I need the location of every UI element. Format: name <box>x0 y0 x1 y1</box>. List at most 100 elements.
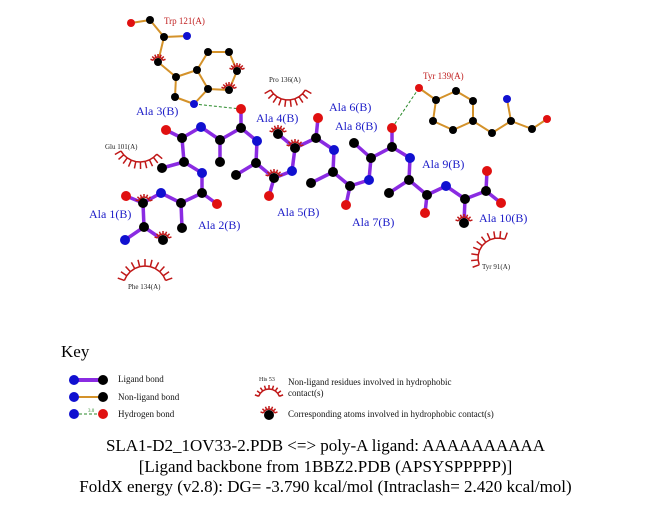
trp-121-atom <box>146 16 154 24</box>
caption-line-2: [Ligand backbone from 1BBZ2.PDB (APSYSPP… <box>138 457 513 476</box>
ligand-atom <box>231 170 241 180</box>
tyr-139-atom <box>415 84 423 92</box>
tyr-139-atom <box>429 117 437 125</box>
ligand-atom <box>405 153 415 163</box>
residue-label: Ala 9(B) <box>422 157 465 171</box>
ligand-atom <box>215 135 225 145</box>
residue-label: Ala 3(B) <box>136 104 179 118</box>
tyr-139-atom <box>432 96 440 104</box>
ligand-atom <box>273 129 283 139</box>
key-atom <box>69 409 79 419</box>
tyr-139-atom <box>528 125 536 133</box>
key-example-residue: His 53 <box>259 377 275 383</box>
ligand-atom <box>481 186 491 196</box>
ligand-atom <box>251 158 261 168</box>
trp-121-atom <box>183 32 191 40</box>
ligand-atom <box>197 168 207 178</box>
hydrophobic-atom-marker <box>269 125 287 133</box>
tyr-91-contact-arc <box>471 231 508 268</box>
key-atom <box>98 375 108 385</box>
hbond-residue-label: Trp 121(A) <box>164 16 205 26</box>
ligand-atom <box>328 167 338 177</box>
tyr-139-atom <box>488 129 496 137</box>
hydrophobic-residue-label: Pro 136(A) <box>269 76 301 84</box>
residue-label: Ala 7(B) <box>352 215 395 229</box>
ligand-atom <box>422 190 432 200</box>
key-atom <box>69 375 79 385</box>
key-hydrophobic-atoms: Corresponding atoms involved in hydropho… <box>288 409 494 419</box>
key-title: Key <box>61 342 90 361</box>
ligand-atom <box>252 136 262 146</box>
ligand-atom <box>158 235 168 245</box>
ligand-atom <box>459 218 469 228</box>
ligand-atom <box>212 199 222 209</box>
ligand-atom <box>177 223 187 233</box>
residue-label: Ala 2(B) <box>198 218 241 232</box>
key-hbond-distance: 3.0 <box>88 409 95 414</box>
hydrophobic-residue-label: Tyr 91(A) <box>482 263 511 271</box>
tyr-139-atom <box>449 126 457 134</box>
trp-121-atom <box>171 93 179 101</box>
trp-121-atom <box>225 86 233 94</box>
key-hydrophobic-residues: Non-ligand residues involved in hydropho… <box>288 377 452 398</box>
hydrophobic-atom-marker <box>455 214 473 222</box>
ligand-atom <box>387 123 397 133</box>
trp-121-atom <box>225 48 233 56</box>
hydrophobic-residue-label: Phe 134(A) <box>128 283 161 291</box>
ligand-atom <box>177 133 187 143</box>
ligand-atom <box>236 123 246 133</box>
ligand-atom <box>215 157 225 167</box>
ligand-atom <box>384 188 394 198</box>
hydrogen-bond <box>193 103 242 110</box>
ligand-atom <box>264 191 274 201</box>
tyr-139-atom <box>543 115 551 123</box>
tyr-139-atom <box>452 87 460 95</box>
hydrophobic-residue-label: Glu 101(A) <box>105 143 138 151</box>
ligand-atom <box>345 181 355 191</box>
ligand-atom <box>460 194 470 204</box>
key-ligand-bond: Ligand bond <box>118 374 164 384</box>
hydrophobic-atom-marker <box>154 231 172 239</box>
ligand-atom <box>138 198 148 208</box>
ligand-atom <box>121 191 131 201</box>
ligand-atom <box>179 157 189 167</box>
ligand-atom <box>196 122 206 132</box>
key-atom <box>98 409 108 419</box>
hydrophobic-atom-marker <box>265 169 283 177</box>
glu-101-contact-arc <box>114 150 163 170</box>
key-hydrogen-bond: Hydrogen bond <box>118 409 175 419</box>
ligand-atom <box>349 138 359 148</box>
phe-134-contact-arc <box>117 259 173 282</box>
ligand-atom <box>176 198 186 208</box>
ligand-atom <box>156 188 166 198</box>
caption-line-3: FoldX energy (v2.8): DG= -3.790 kcal/mol… <box>79 477 572 496</box>
residue-label: Ala 4(B) <box>256 111 299 125</box>
ligand-atom <box>120 235 130 245</box>
ligand-atom <box>420 208 430 218</box>
hydrophobic-atom-marker <box>229 63 245 70</box>
residue-label: Ala 6(B) <box>329 100 372 114</box>
trp-121-atom <box>233 67 241 75</box>
key-hydrophobic-arc <box>254 385 284 397</box>
ligand-atom <box>306 178 316 188</box>
key-nonligand-bond: Non-ligand bond <box>118 392 180 402</box>
tyr-139-atom <box>503 95 511 103</box>
key-hydrophobic-atom <box>264 410 274 420</box>
ligand-atom <box>482 166 492 176</box>
ligand-atom <box>269 173 279 183</box>
ligand-atom <box>329 145 339 155</box>
hbond-residue-label: Tyr 139(A) <box>423 71 464 81</box>
ligand-atom <box>404 175 414 185</box>
ligand-atom <box>366 153 376 163</box>
residue-label: Ala 1(B) <box>89 207 132 221</box>
residue-label: Ala 8(B) <box>335 119 378 133</box>
pro-136-contact-arc <box>264 89 312 107</box>
tyr-139-atom <box>507 117 515 125</box>
ligand-atom <box>496 198 506 208</box>
ligand-atom <box>197 188 207 198</box>
trp-121-atom <box>190 100 198 108</box>
hydrophobic-atom-marker <box>260 406 278 414</box>
trp-121-atom <box>193 66 201 74</box>
caption-line-1: SLA1-D2_1OV33-2.PDB <=> poly-A ligand: A… <box>105 436 546 455</box>
